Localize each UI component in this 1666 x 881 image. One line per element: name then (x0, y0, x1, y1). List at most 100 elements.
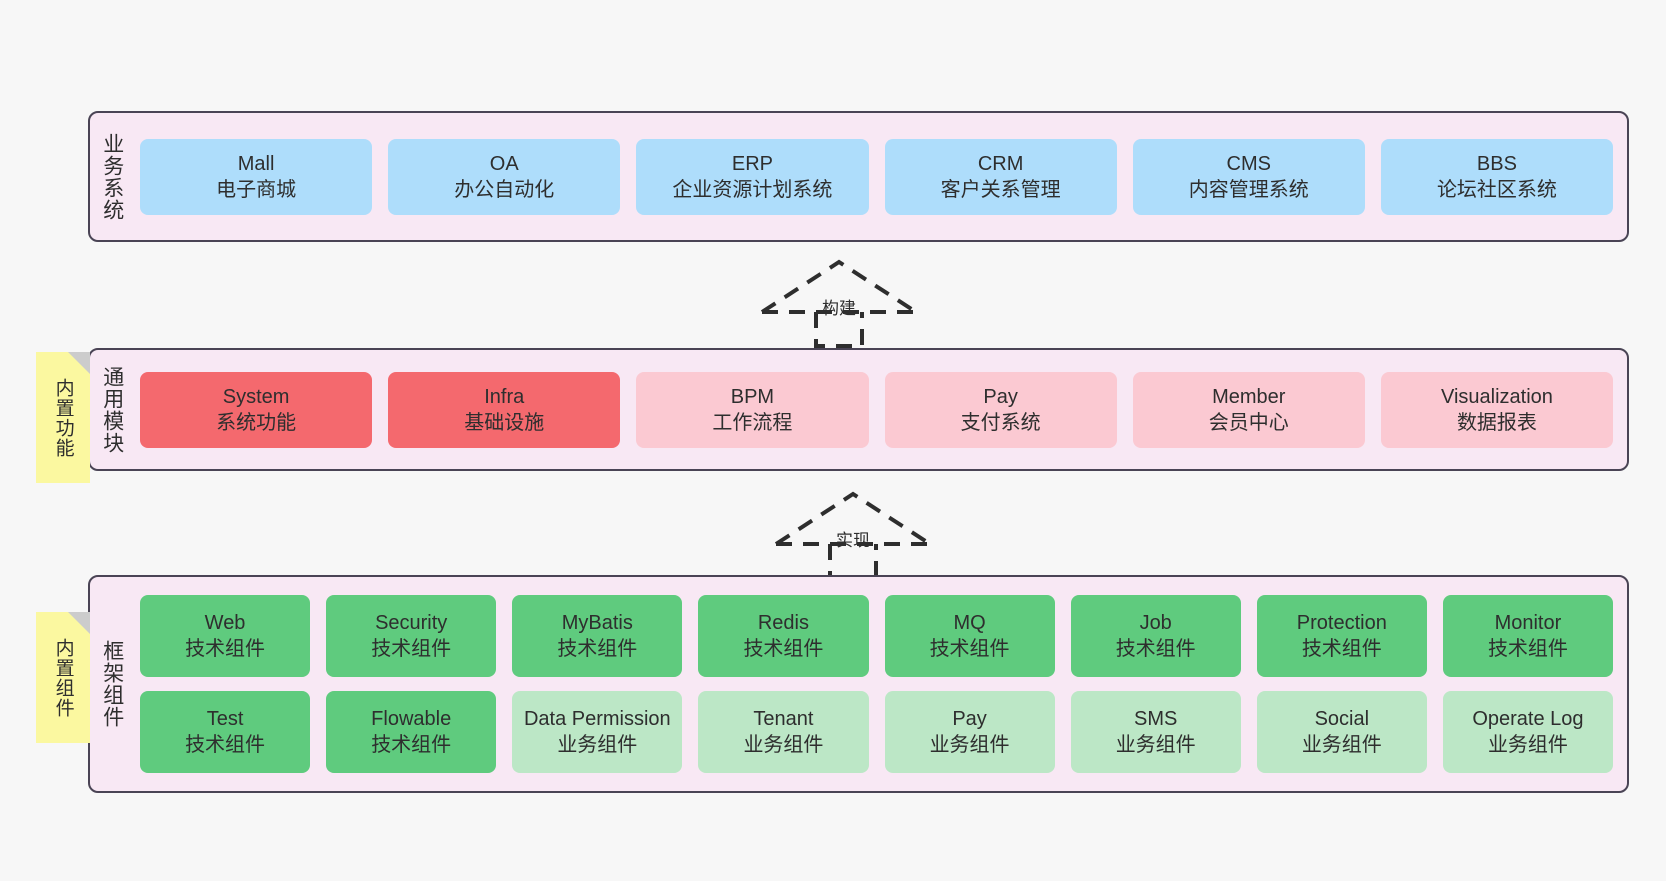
card-subtitle: 业务组件 (1487, 734, 1568, 756)
card-monitor[interactable]: Monitor 技术组件 (1442, 595, 1613, 677)
card-title: Job (1139, 612, 1172, 634)
card-redis[interactable]: Redis 技术组件 (698, 595, 869, 677)
sticky-note-builtin-components: 内置组件 (36, 612, 90, 743)
card-title: Member (1212, 385, 1286, 408)
connector-implement: 实现 (758, 488, 948, 580)
card-title: OA (489, 152, 519, 175)
card-title: Protection (1296, 612, 1387, 634)
card-title: Data Permission (523, 708, 671, 730)
card-subtitle: 业务组件 (557, 734, 638, 756)
connector-label: 实现 (836, 531, 870, 550)
card-title: BBS (1476, 152, 1517, 175)
card-subtitle: 业务组件 (1115, 734, 1196, 756)
card-row: System 系统功能 Infra 基础设施 BPM 工作流程 Pay 支付系统… (140, 371, 1614, 448)
card-subtitle: 技术组件 (1487, 638, 1568, 660)
card-tenant[interactable]: Tenant 业务组件 (698, 691, 869, 773)
card-subtitle: 业务组件 (1301, 734, 1382, 756)
card-bbs[interactable]: BBS 论坛社区系统 (1380, 138, 1614, 215)
card-title: Mall (237, 152, 275, 175)
card-subtitle: 技术组件 (371, 734, 452, 756)
card-title: Flowable (371, 708, 452, 730)
layer-title-framework-component: 框架组件 (100, 640, 124, 728)
layer-business-system: 业务系统 Mall 电子商城 OA 办公自动化 ERP 企业资源计划系统 CRM… (88, 111, 1629, 242)
card-subtitle: 数据报表 (1456, 411, 1537, 434)
card-security[interactable]: Security 技术组件 (326, 595, 497, 677)
card-pay-component[interactable]: Pay 业务组件 (884, 691, 1055, 773)
card-crm[interactable]: CRM 客户关系管理 (884, 138, 1117, 215)
card-title: Test (206, 708, 244, 730)
card-subtitle: 业务组件 (743, 734, 824, 756)
card-subtitle: 论坛社区系统 (1436, 178, 1557, 201)
card-web[interactable]: Web 技术组件 (140, 595, 311, 677)
card-social[interactable]: Social 业务组件 (1256, 691, 1427, 773)
card-title: Monitor (1494, 612, 1562, 634)
card-title: Infra (484, 385, 525, 408)
card-job[interactable]: Job 技术组件 (1070, 595, 1241, 677)
card-data-permission[interactable]: Data Permission 业务组件 (512, 691, 683, 773)
card-subtitle: 技术组件 (929, 638, 1010, 660)
card-title: System (222, 385, 290, 408)
card-mybatis[interactable]: MyBatis 技术组件 (512, 595, 683, 677)
card-title: Security (375, 612, 448, 634)
card-test[interactable]: Test 技术组件 (140, 691, 311, 773)
card-erp[interactable]: ERP 企业资源计划系统 (636, 138, 869, 215)
card-infra[interactable]: Infra 基础设施 (388, 371, 621, 448)
card-subtitle: 会员中心 (1208, 411, 1289, 434)
card-system[interactable]: System 系统功能 (140, 371, 373, 448)
card-flowable[interactable]: Flowable 技术组件 (326, 691, 497, 773)
card-subtitle: 内容管理系统 (1188, 178, 1309, 201)
card-subtitle: 企业资源计划系统 (672, 178, 833, 201)
card-operate-log[interactable]: Operate Log 业务组件 (1442, 691, 1613, 773)
card-row: Mall 电子商城 OA 办公自动化 ERP 企业资源计划系统 CRM 客户关系… (140, 138, 1614, 215)
sticky-note-label: 内置功能 (52, 377, 74, 458)
card-row: Web 技术组件 Security 技术组件 MyBatis 技术组件 Redi… (140, 595, 1613, 677)
card-title: MQ (953, 612, 986, 634)
card-subtitle: 系统功能 (216, 411, 297, 434)
card-subtitle: 基础设施 (464, 411, 545, 434)
card-subtitle: 技术组件 (557, 638, 638, 660)
card-mq[interactable]: MQ 技术组件 (884, 595, 1055, 677)
card-subtitle: 技术组件 (743, 638, 824, 660)
layer-title-common-module: 通用模块 (100, 365, 124, 454)
card-member[interactable]: Member 会员中心 (1132, 371, 1365, 448)
card-title: Operate Log (1472, 708, 1584, 730)
card-title: BPM (730, 385, 775, 408)
card-subtitle: 工作流程 (712, 411, 793, 434)
layer-framework-component: 框架组件 Web 技术组件 Security 技术组件 MyBatis 技术组件… (88, 575, 1629, 793)
card-title: Visualization (1440, 385, 1553, 408)
folded-corner-icon (68, 612, 90, 634)
connector-label: 构建 (822, 299, 856, 318)
card-subtitle: 技术组件 (1115, 638, 1196, 660)
card-grid-business-system: Mall 电子商城 OA 办公自动化 ERP 企业资源计划系统 CRM 客户关系… (134, 113, 1627, 240)
card-subtitle: 技术组件 (185, 734, 266, 756)
sticky-note-builtin-features: 内置功能 (36, 352, 90, 483)
layer-title-business-system: 业务系统 (100, 132, 124, 221)
card-bpm[interactable]: BPM 工作流程 (636, 371, 869, 448)
card-row: Test 技术组件 Flowable 技术组件 Data Permission … (140, 691, 1613, 773)
card-oa[interactable]: OA 办公自动化 (388, 138, 621, 215)
card-grid-common-module: System 系统功能 Infra 基础设施 BPM 工作流程 Pay 支付系统… (134, 350, 1627, 469)
card-title: MyBatis (561, 612, 633, 634)
card-title: SMS (1134, 708, 1178, 730)
card-subtitle: 业务组件 (929, 734, 1010, 756)
card-sms[interactable]: SMS 业务组件 (1070, 691, 1241, 773)
card-protection[interactable]: Protection 技术组件 (1256, 595, 1427, 677)
card-title: CRM (977, 152, 1024, 175)
card-cms[interactable]: CMS 内容管理系统 (1132, 138, 1365, 215)
folded-corner-icon (68, 352, 90, 374)
card-title: CMS (1226, 152, 1271, 175)
sticky-note-label: 内置组件 (52, 637, 74, 718)
card-title: Web (204, 612, 246, 634)
card-mall[interactable]: Mall 电子商城 (140, 138, 373, 215)
connector-build: 构建 (744, 256, 934, 348)
card-title: ERP (731, 152, 773, 175)
card-title: Tenant (753, 708, 814, 730)
card-subtitle: 技术组件 (185, 638, 266, 660)
card-title: Redis (757, 612, 809, 634)
card-subtitle: 支付系统 (960, 411, 1041, 434)
card-subtitle: 技术组件 (1301, 638, 1382, 660)
card-visualization[interactable]: Visualization 数据报表 (1380, 371, 1614, 448)
card-pay[interactable]: Pay 支付系统 (884, 371, 1117, 448)
card-subtitle: 客户关系管理 (940, 178, 1061, 201)
layer-common-module: 通用模块 System 系统功能 Infra 基础设施 BPM 工作流程 Pay… (88, 348, 1629, 471)
